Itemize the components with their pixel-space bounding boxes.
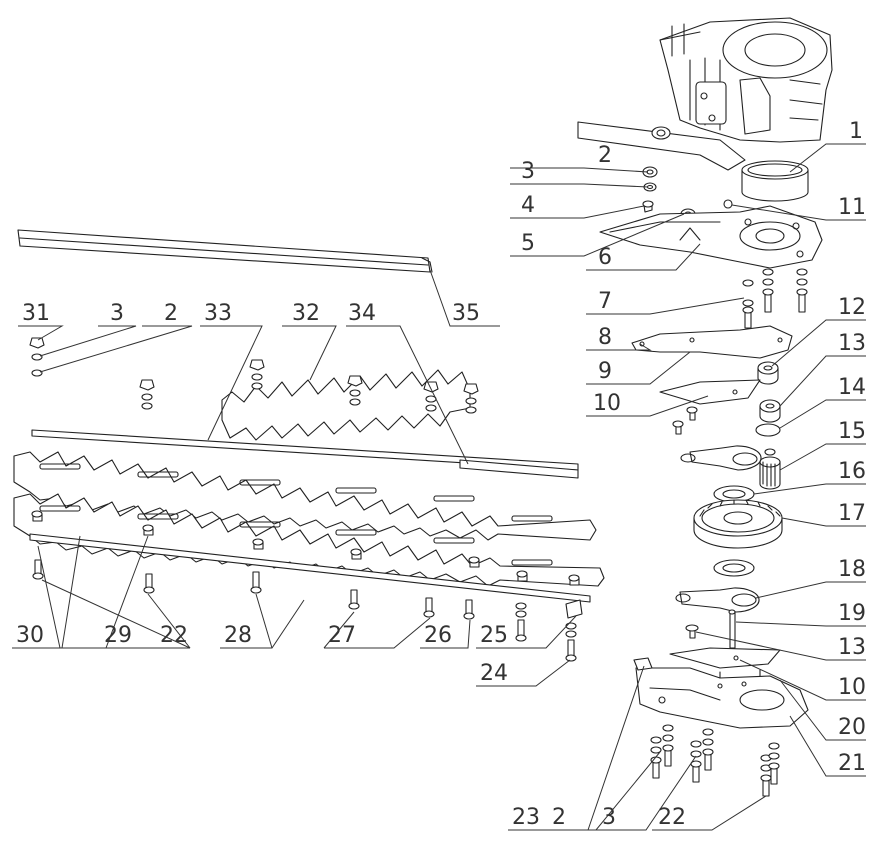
callout-32: 32 bbox=[292, 301, 320, 326]
callout-12: 12 bbox=[838, 295, 866, 320]
upper-washers-part bbox=[642, 166, 733, 220]
callout-33: 33 bbox=[204, 301, 232, 326]
bearing-ring-part bbox=[741, 160, 809, 202]
motor-housing-part bbox=[659, 17, 833, 143]
callout-28: 28 bbox=[224, 623, 252, 648]
bushings-part bbox=[755, 361, 781, 437]
callout-13-lower: 13 bbox=[838, 635, 866, 660]
callout-22-bottom: 22 bbox=[658, 805, 686, 830]
callout-20: 20 bbox=[838, 715, 866, 740]
callout-6: 6 bbox=[598, 245, 612, 270]
callout-23: 23 bbox=[512, 805, 540, 830]
callout-3-bottom: 3 bbox=[602, 805, 616, 830]
short-strip-part bbox=[459, 459, 579, 479]
callout-24: 24 bbox=[480, 661, 508, 686]
callout-15: 15 bbox=[838, 419, 866, 444]
callout-18: 18 bbox=[838, 557, 866, 582]
spacers-part bbox=[31, 510, 580, 586]
lower-housing-screws-part bbox=[650, 724, 780, 797]
blade-nuts-part bbox=[29, 337, 479, 414]
callout-2-blade: 2 bbox=[164, 301, 178, 326]
callout-labels: 1 2 3 4 5 6 7 8 9 10 11 12 13 14 15 16 1… bbox=[16, 119, 866, 830]
lower-strip-part bbox=[29, 533, 591, 603]
callout-2: 2 bbox=[598, 143, 612, 168]
callout-21: 21 bbox=[838, 751, 866, 776]
callout-30: 30 bbox=[16, 623, 44, 648]
callout-2-bottom: 2 bbox=[552, 805, 566, 830]
callout-11: 11 bbox=[838, 195, 866, 220]
leader-lines bbox=[12, 143, 866, 831]
callout-13: 13 bbox=[838, 331, 866, 356]
callout-25: 25 bbox=[480, 623, 508, 648]
callout-19: 19 bbox=[838, 601, 866, 626]
callout-22-blade: 22 bbox=[160, 623, 188, 648]
bearing-lower-part bbox=[713, 559, 755, 577]
upper-connecting-rod-part bbox=[680, 445, 762, 471]
pin-part bbox=[728, 609, 736, 649]
callout-3: 3 bbox=[521, 159, 535, 184]
callout-7: 7 bbox=[598, 289, 612, 314]
cutter-blade-lower-part bbox=[13, 493, 605, 587]
upper-screws-part bbox=[742, 268, 808, 329]
main-gear-part bbox=[693, 499, 783, 549]
callout-3-blade: 3 bbox=[110, 301, 124, 326]
callout-27: 27 bbox=[328, 623, 356, 648]
callout-9: 9 bbox=[598, 359, 612, 384]
blade-bolts-part bbox=[32, 559, 577, 662]
gear-housing-lower-part bbox=[635, 667, 809, 729]
callout-4: 4 bbox=[521, 193, 535, 218]
callout-34: 34 bbox=[348, 301, 376, 326]
upper-plate-part bbox=[659, 379, 761, 435]
callout-8: 8 bbox=[598, 325, 612, 350]
callout-10: 10 bbox=[593, 391, 621, 416]
callout-31: 31 bbox=[22, 301, 50, 326]
callout-17: 17 bbox=[838, 501, 866, 526]
callout-10-lower: 10 bbox=[838, 675, 866, 700]
callout-1: 1 bbox=[849, 119, 863, 144]
callout-29: 29 bbox=[104, 623, 132, 648]
lower-plate-part bbox=[669, 624, 781, 669]
gear-housing-upper-part bbox=[599, 205, 823, 269]
lower-connecting-rod-part bbox=[675, 587, 760, 613]
clip-part bbox=[633, 657, 653, 671]
pinion-part bbox=[759, 448, 781, 490]
callout-5: 5 bbox=[521, 231, 535, 256]
callout-26: 26 bbox=[424, 623, 452, 648]
callout-35: 35 bbox=[452, 301, 480, 326]
callout-14: 14 bbox=[838, 375, 866, 400]
blade-clip-part bbox=[565, 599, 583, 619]
guide-bar-part bbox=[17, 229, 433, 273]
callout-16: 16 bbox=[838, 459, 866, 484]
gasket-part bbox=[631, 325, 793, 359]
handle-bar-part bbox=[577, 121, 746, 171]
